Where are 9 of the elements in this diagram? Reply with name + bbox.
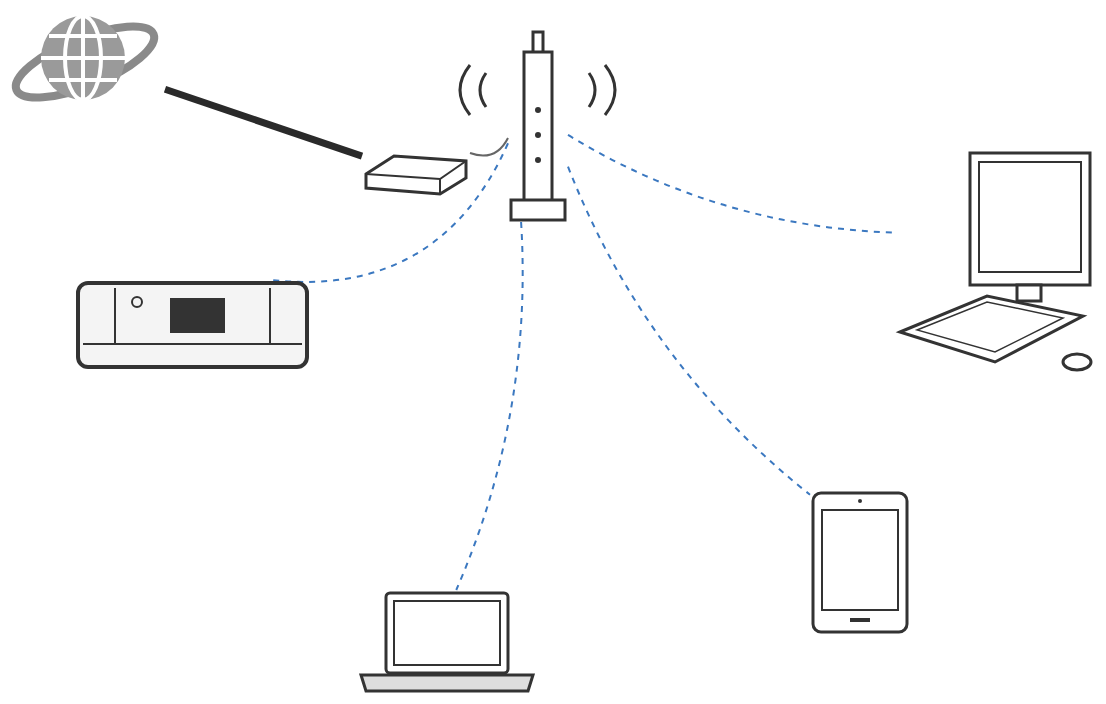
connector-line <box>567 165 811 496</box>
connector-line <box>163 85 364 160</box>
laptop-icon <box>358 590 536 695</box>
printer-icon <box>75 280 310 370</box>
connector-line <box>455 221 524 591</box>
router-icon <box>508 30 568 222</box>
tablet-icon <box>810 490 910 635</box>
connector-line <box>469 136 509 157</box>
modem-icon <box>362 152 470 197</box>
